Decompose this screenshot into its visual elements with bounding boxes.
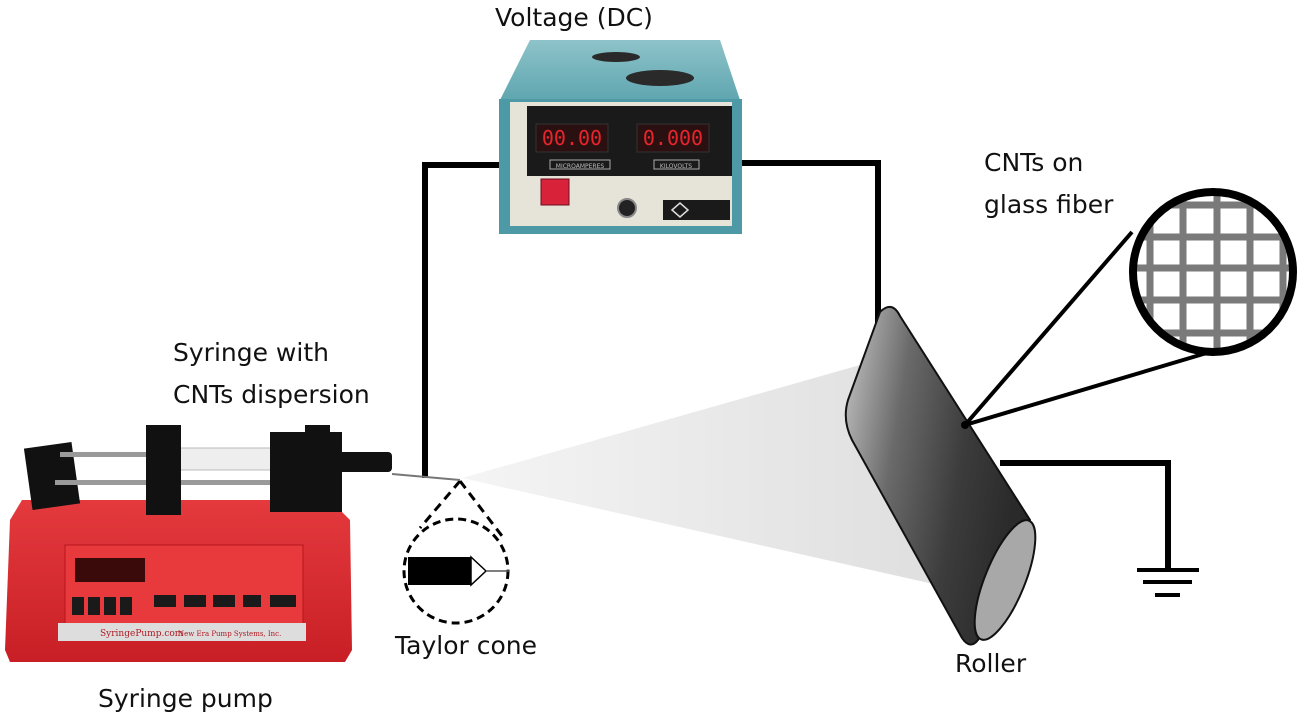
pump-brand-plate — [58, 623, 306, 641]
syringe-pump — [5, 425, 461, 662]
syringe-label-line2: CNTs dispersion — [173, 380, 370, 409]
pump-function-button[interactable] — [154, 595, 176, 607]
syringe-barrel — [179, 447, 281, 471]
roller-label: Roller — [955, 649, 1027, 678]
cnts-label-line2: glass fiber — [984, 190, 1114, 219]
cnts-label-line1: CNTs on — [984, 148, 1084, 177]
wire-ground — [1000, 460, 1171, 570]
nozzle-icon — [408, 557, 471, 585]
pump-brand: SyringePump.com — [100, 629, 184, 639]
current-display-label: MICROAMPERES — [556, 163, 605, 170]
cnt-mesh-icon — [1129, 188, 1297, 356]
spray-plume — [462, 365, 960, 590]
wire-left — [422, 162, 505, 478]
taylor-cone-label: Taylor cone — [395, 631, 537, 660]
pump-arrow-button[interactable] — [104, 597, 116, 615]
voltage-display — [636, 123, 710, 153]
pump-arrow-button[interactable] — [88, 597, 100, 615]
current-display-value: 00.00 — [542, 126, 602, 150]
roller-icon — [844, 305, 1037, 646]
taylor-cone-inset — [402, 480, 510, 625]
pump-control-panel — [64, 544, 304, 626]
syringe-label-line1: Syringe with — [173, 338, 329, 367]
circuit-wires — [422, 160, 1171, 570]
voltage-label: Voltage (DC) — [495, 3, 653, 32]
syringe-pump-label: Syringe pump — [98, 684, 273, 713]
current-display — [535, 123, 609, 153]
voltage-knob[interactable] — [617, 198, 637, 218]
pump-function-button[interactable] — [270, 595, 296, 607]
pump-function-button[interactable] — [243, 595, 261, 607]
taylor-cone-icon — [470, 555, 488, 587]
pump-arrow-button[interactable] — [72, 597, 84, 615]
pump-function-button[interactable] — [184, 595, 206, 607]
pump-function-button[interactable] — [213, 595, 235, 607]
pump-maker: New Era Pump Systems, Inc. — [178, 630, 281, 638]
ground-icon — [1137, 568, 1199, 597]
pump-arrow-button[interactable] — [120, 597, 132, 615]
syringe-needle — [391, 473, 461, 481]
pump-display — [75, 558, 145, 582]
power-supply — [499, 40, 742, 234]
voltage-display-label: KILOVOLTS — [660, 163, 692, 170]
power-switch[interactable] — [540, 178, 570, 206]
magnifier-lines — [963, 230, 1211, 427]
wire-right — [738, 160, 881, 336]
roller-contact-dot — [961, 421, 969, 429]
voltage-display-value: 0.000 — [643, 126, 703, 150]
